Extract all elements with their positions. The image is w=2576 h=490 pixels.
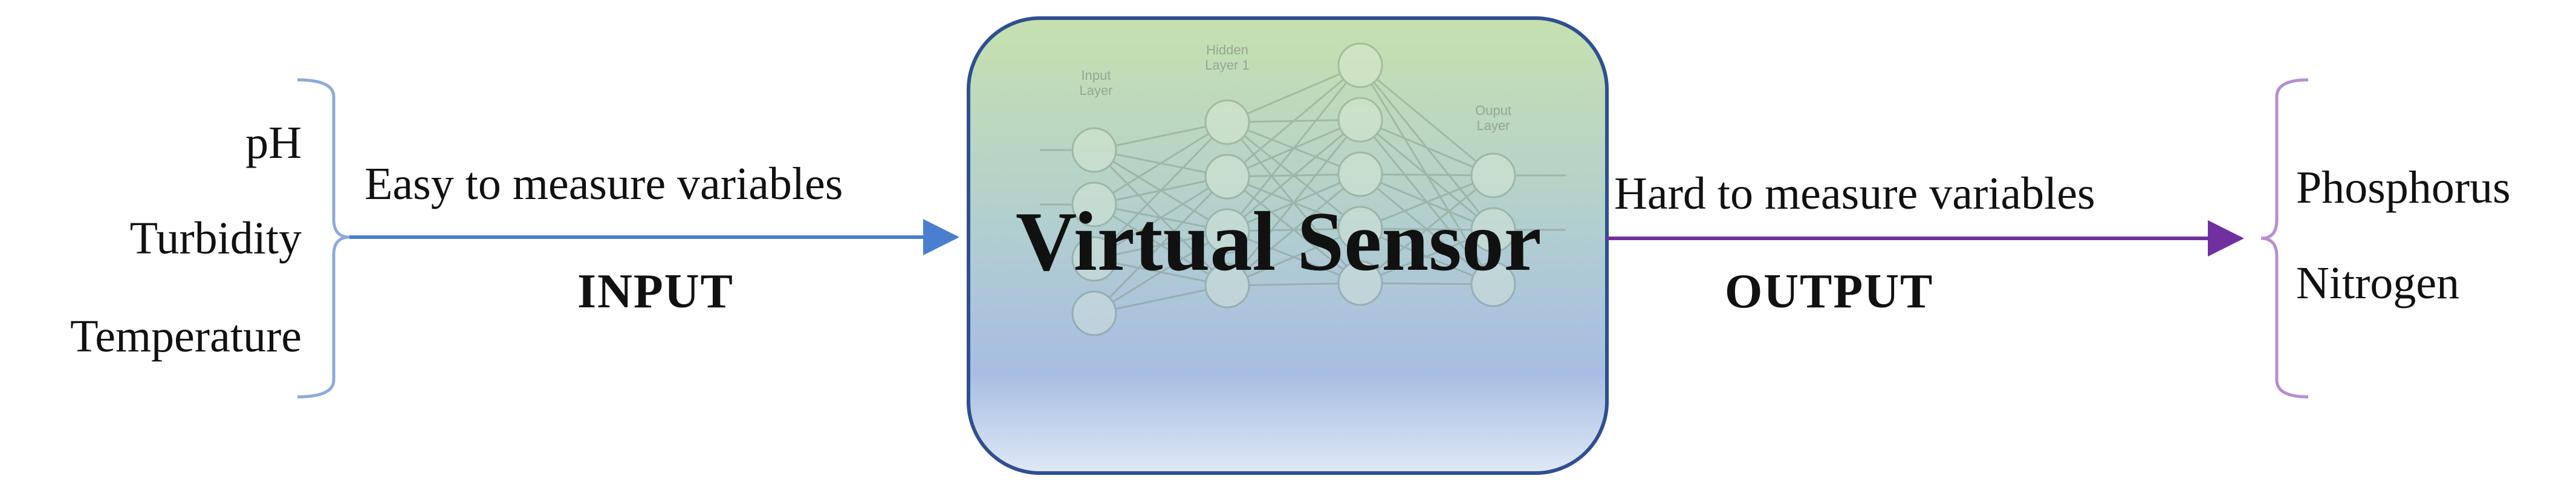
sensor-title: Virtual Sensor [1016, 195, 1542, 289]
output-variable-nitrogen: Nitrogen [2296, 258, 2460, 309]
virtual-sensor-box [967, 16, 1609, 475]
hidden-layer-label: Hidden Layer 1 [1205, 42, 1250, 73]
output-label: OUTPUT [1725, 265, 1934, 318]
input-variable-temperature: Temperature [70, 311, 302, 362]
output-caption: Hard to measure variables [1614, 168, 2095, 219]
input-variable-turbidity: Turbidity [129, 213, 302, 264]
output-brace [2260, 78, 2309, 399]
input-caption: Easy to measure variables [365, 158, 843, 209]
input-variable-ph: pH [245, 117, 302, 168]
output-layer-label: Ouput Layer [1475, 103, 1511, 134]
input-brace [297, 78, 350, 399]
input-layer-label: Input Layer [1079, 68, 1113, 99]
input-label: INPUT [577, 265, 734, 318]
output-variable-phosphorus: Phosphorus [2296, 162, 2511, 213]
neural-network-graphic [1040, 42, 1566, 336]
